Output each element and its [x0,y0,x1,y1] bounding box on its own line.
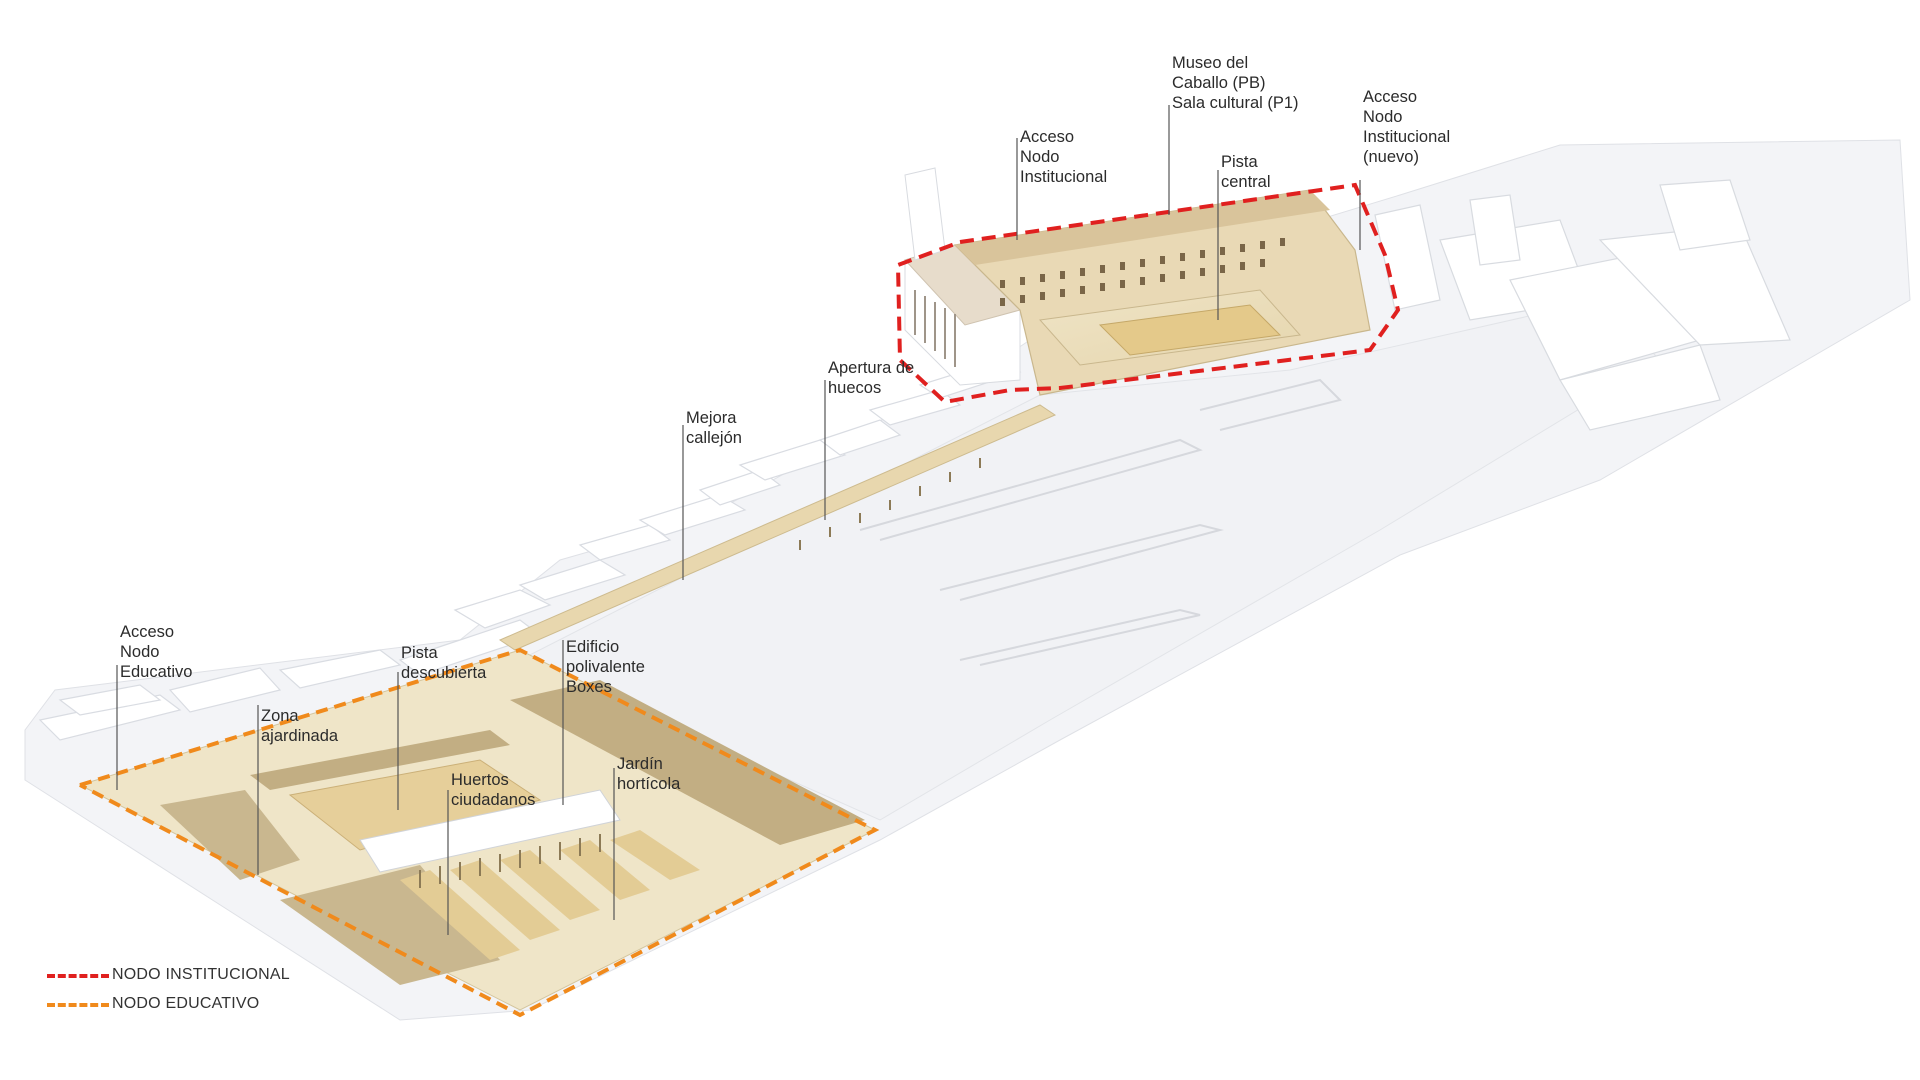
educational-plot [78,649,877,1011]
label-acceso-nodo-institucional: Acceso Nodo Institucional [1020,128,1108,186]
legend-swatch-institucional [47,974,109,978]
label-apertura-huecos: Apertura de huecos [828,359,915,397]
label-acceso-nodo-educativo: Acceso Nodo Educativo [120,623,193,681]
pista-descubierta-field [288,759,542,851]
legend-swatch-educativo [47,1003,109,1007]
label-pista-descubierta: Pista descubierta [401,644,487,682]
label-acceso-nodo-institucional-nuevo: Acceso Nodo Institucional (nuevo) [1363,88,1451,166]
label-jardin-horticola: Jardín hortícola [617,755,681,793]
portico-building [904,244,1021,386]
label-mejora-callejon: Mejora callejón [686,409,742,447]
edificio-polivalente [359,789,621,873]
palace-building [953,189,1371,396]
alley-openings [799,458,981,550]
alley-callejon [498,404,1057,651]
label-pista-central: Pista central [1221,153,1271,191]
leader-lines [116,105,1361,935]
label-huertos-ciudadanos: Huertos ciudadanos [451,771,536,809]
palace-windows [1000,238,1285,306]
alley-buildings [38,359,1022,741]
nodo-institucional-outline [895,182,1401,405]
label-zona-ajardinada: Zona ajardinada [261,707,339,745]
nodo-educativo-outline [79,647,880,1018]
label-edificio-polivalente: Edificio polivalente Boxes [566,638,645,696]
label-museo: Museo del Caballo (PB) Sala cultural (P1… [1172,54,1299,112]
legend-label-institucional: NODO INSTITUCIONAL [112,966,290,983]
lot-recesses [859,378,1342,666]
east-buildings [1374,179,1791,431]
legend-label-educativo: NODO EDUCATIVO [112,995,260,1012]
orchard-stripes [400,830,700,960]
tower [904,167,946,261]
